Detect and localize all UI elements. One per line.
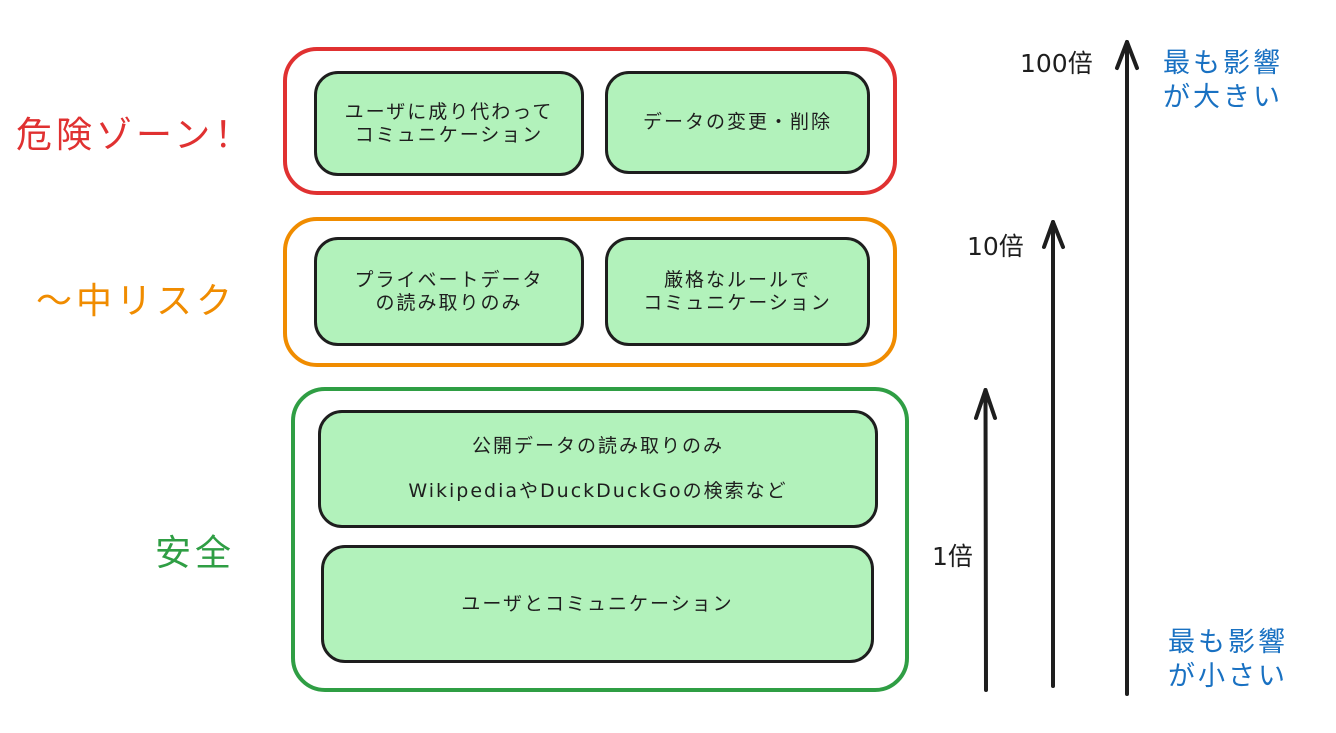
zone-label-medium: 〜中リスク (36, 281, 237, 322)
impact-label-lowest: 最も影響 が小さい (1168, 626, 1288, 694)
zone-safe-frame (291, 387, 909, 692)
arrow-10x (1042, 220, 1065, 688)
card-text-line: プライベートデータ (354, 268, 544, 291)
card-impersonate-user-communication: ユーザに成り代わって コミュニケーション (314, 71, 584, 176)
arrow-1x-shaft (983, 388, 988, 692)
impact-text-line: 最も影響 (1163, 48, 1283, 79)
arrow-100x (1115, 40, 1139, 696)
arrow-10x-head-icon (1042, 220, 1065, 249)
card-text-line: ユーザとコミュニケーション (461, 592, 734, 615)
card-text-line: 公開データの読み取りのみ (471, 435, 724, 458)
arrow-100x-head-icon (1115, 40, 1139, 70)
card-data-modify-delete: データの変更・削除 (605, 71, 870, 174)
card-user-communication: ユーザとコミュニケーション (321, 545, 874, 663)
card-text-line: データの変更・削除 (642, 111, 832, 134)
arrow-label-1x: 1倍 (932, 542, 973, 571)
arrow-1x (974, 388, 997, 692)
card-text-line: 厳格なルールで (663, 268, 811, 291)
impact-text-line: が小さい (1168, 661, 1288, 692)
arrow-1x-head-icon (974, 388, 997, 420)
arrow-label-100x: 100倍 (1020, 49, 1093, 78)
card-text-line: コミュニケーション (354, 123, 544, 146)
impact-text-line: 最も影響 (1168, 627, 1288, 658)
zone-label-danger: 危険ゾーン！ (16, 115, 255, 156)
card-text-line: の読み取りのみ (375, 291, 523, 314)
impact-text-line: が大きい (1163, 82, 1283, 113)
card-private-data-read-only: プライベートデータ の読み取りのみ (314, 237, 584, 346)
impact-label-highest: 最も影響 が大きい (1163, 47, 1283, 115)
zone-danger-frame (283, 47, 897, 195)
zone-label-safe: 安全 (155, 533, 236, 574)
card-strict-rule-communication: 厳格なルールで コミュニケーション (605, 237, 870, 346)
card-public-data-read-only: 公開データの読み取りのみ WikipediaやDuckDuckGoの検索など (318, 410, 878, 528)
arrow-label-10x: 10倍 (967, 232, 1024, 261)
card-text-line: WikipediaやDuckDuckGoの検索など (408, 480, 788, 502)
zone-medium-frame (283, 217, 897, 367)
card-text-line: コミュニケーション (643, 291, 832, 314)
card-text-line: ユーザに成り代わって (344, 100, 554, 123)
